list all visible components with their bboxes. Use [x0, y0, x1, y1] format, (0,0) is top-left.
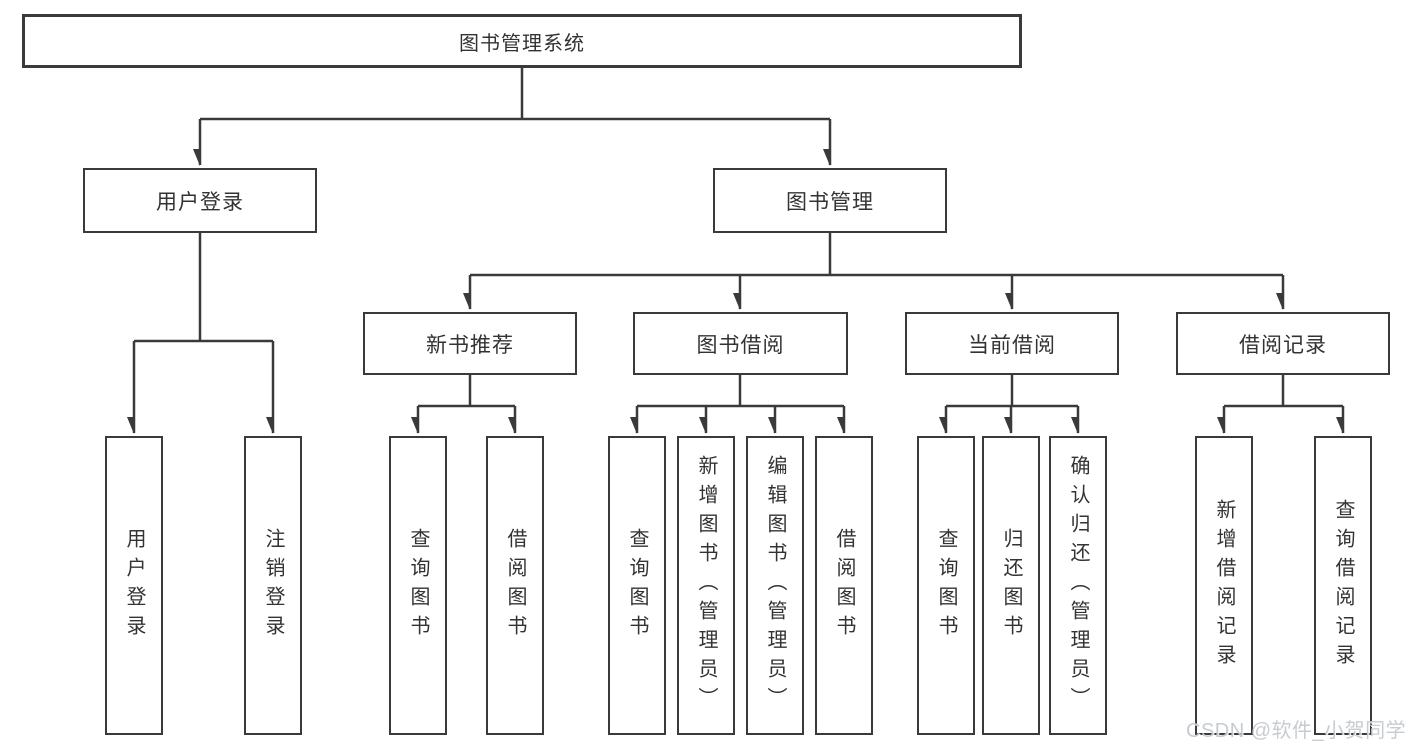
node-label: 借阅图书 [833, 527, 855, 644]
node-label: 编辑图书（管理员） [764, 455, 786, 716]
leaf-query-books-recommend: 查询图书 [389, 436, 447, 735]
node-label: 归还图书 [1000, 527, 1022, 644]
leaf-confirm-return-admin: 确认归还（管理员） [1049, 436, 1107, 735]
leaf-query-books-borrowing: 查询图书 [608, 436, 666, 735]
leaf-borrow-books-recommend: 借阅图书 [486, 436, 544, 735]
leaf-query-books-current: 查询图书 [917, 436, 975, 735]
node-label: 当前借阅 [968, 333, 1056, 357]
leaf-edit-book-admin: 编辑图书（管理员） [746, 436, 804, 735]
node-label: 查询借阅记录 [1332, 498, 1354, 673]
leaf-user-login: 用户登录 [105, 436, 163, 735]
node-new-book-recommendation: 新书推荐 [363, 312, 577, 375]
leaf-query-borrow-record: 查询借阅记录 [1314, 436, 1372, 735]
node-label: 注销登录 [262, 527, 284, 644]
node-label: 用户登录 [123, 527, 145, 644]
node-label: 用户登录 [156, 190, 244, 214]
node-user-login-branch: 用户登录 [83, 168, 317, 233]
csdn-watermark: CSDN @软件_小贺同学 [1186, 720, 1405, 742]
leaf-borrow-books-borrowing: 借阅图书 [815, 436, 873, 735]
node-label: 查询图书 [626, 527, 648, 644]
leaf-add-book-admin: 新增图书（管理员） [677, 436, 735, 735]
node-label: 图书管理系统 [459, 32, 585, 55]
node-label: 查询图书 [407, 527, 429, 644]
node-label: 借阅图书 [504, 527, 526, 644]
leaf-logout: 注销登录 [244, 436, 302, 735]
node-label: 新增借阅记录 [1213, 498, 1235, 673]
node-borrowing-records: 借阅记录 [1176, 312, 1390, 375]
node-label: 确认归还（管理员） [1067, 455, 1089, 716]
node-label: 新书推荐 [426, 333, 514, 357]
node-label: 新增图书（管理员） [695, 455, 717, 716]
leaf-return-books: 归还图书 [982, 436, 1040, 735]
node-book-borrowing: 图书借阅 [633, 312, 848, 375]
node-current-borrowing: 当前借阅 [905, 312, 1119, 375]
node-label: 图书借阅 [696, 333, 785, 357]
node-book-management: 图书管理 [713, 168, 947, 233]
node-library-management-system: 图书管理系统 [22, 14, 1022, 68]
node-label: 图书管理 [786, 190, 874, 214]
node-label: 查询图书 [935, 527, 957, 644]
node-label: 借阅记录 [1239, 333, 1327, 357]
leaf-add-borrow-record: 新增借阅记录 [1195, 436, 1253, 735]
